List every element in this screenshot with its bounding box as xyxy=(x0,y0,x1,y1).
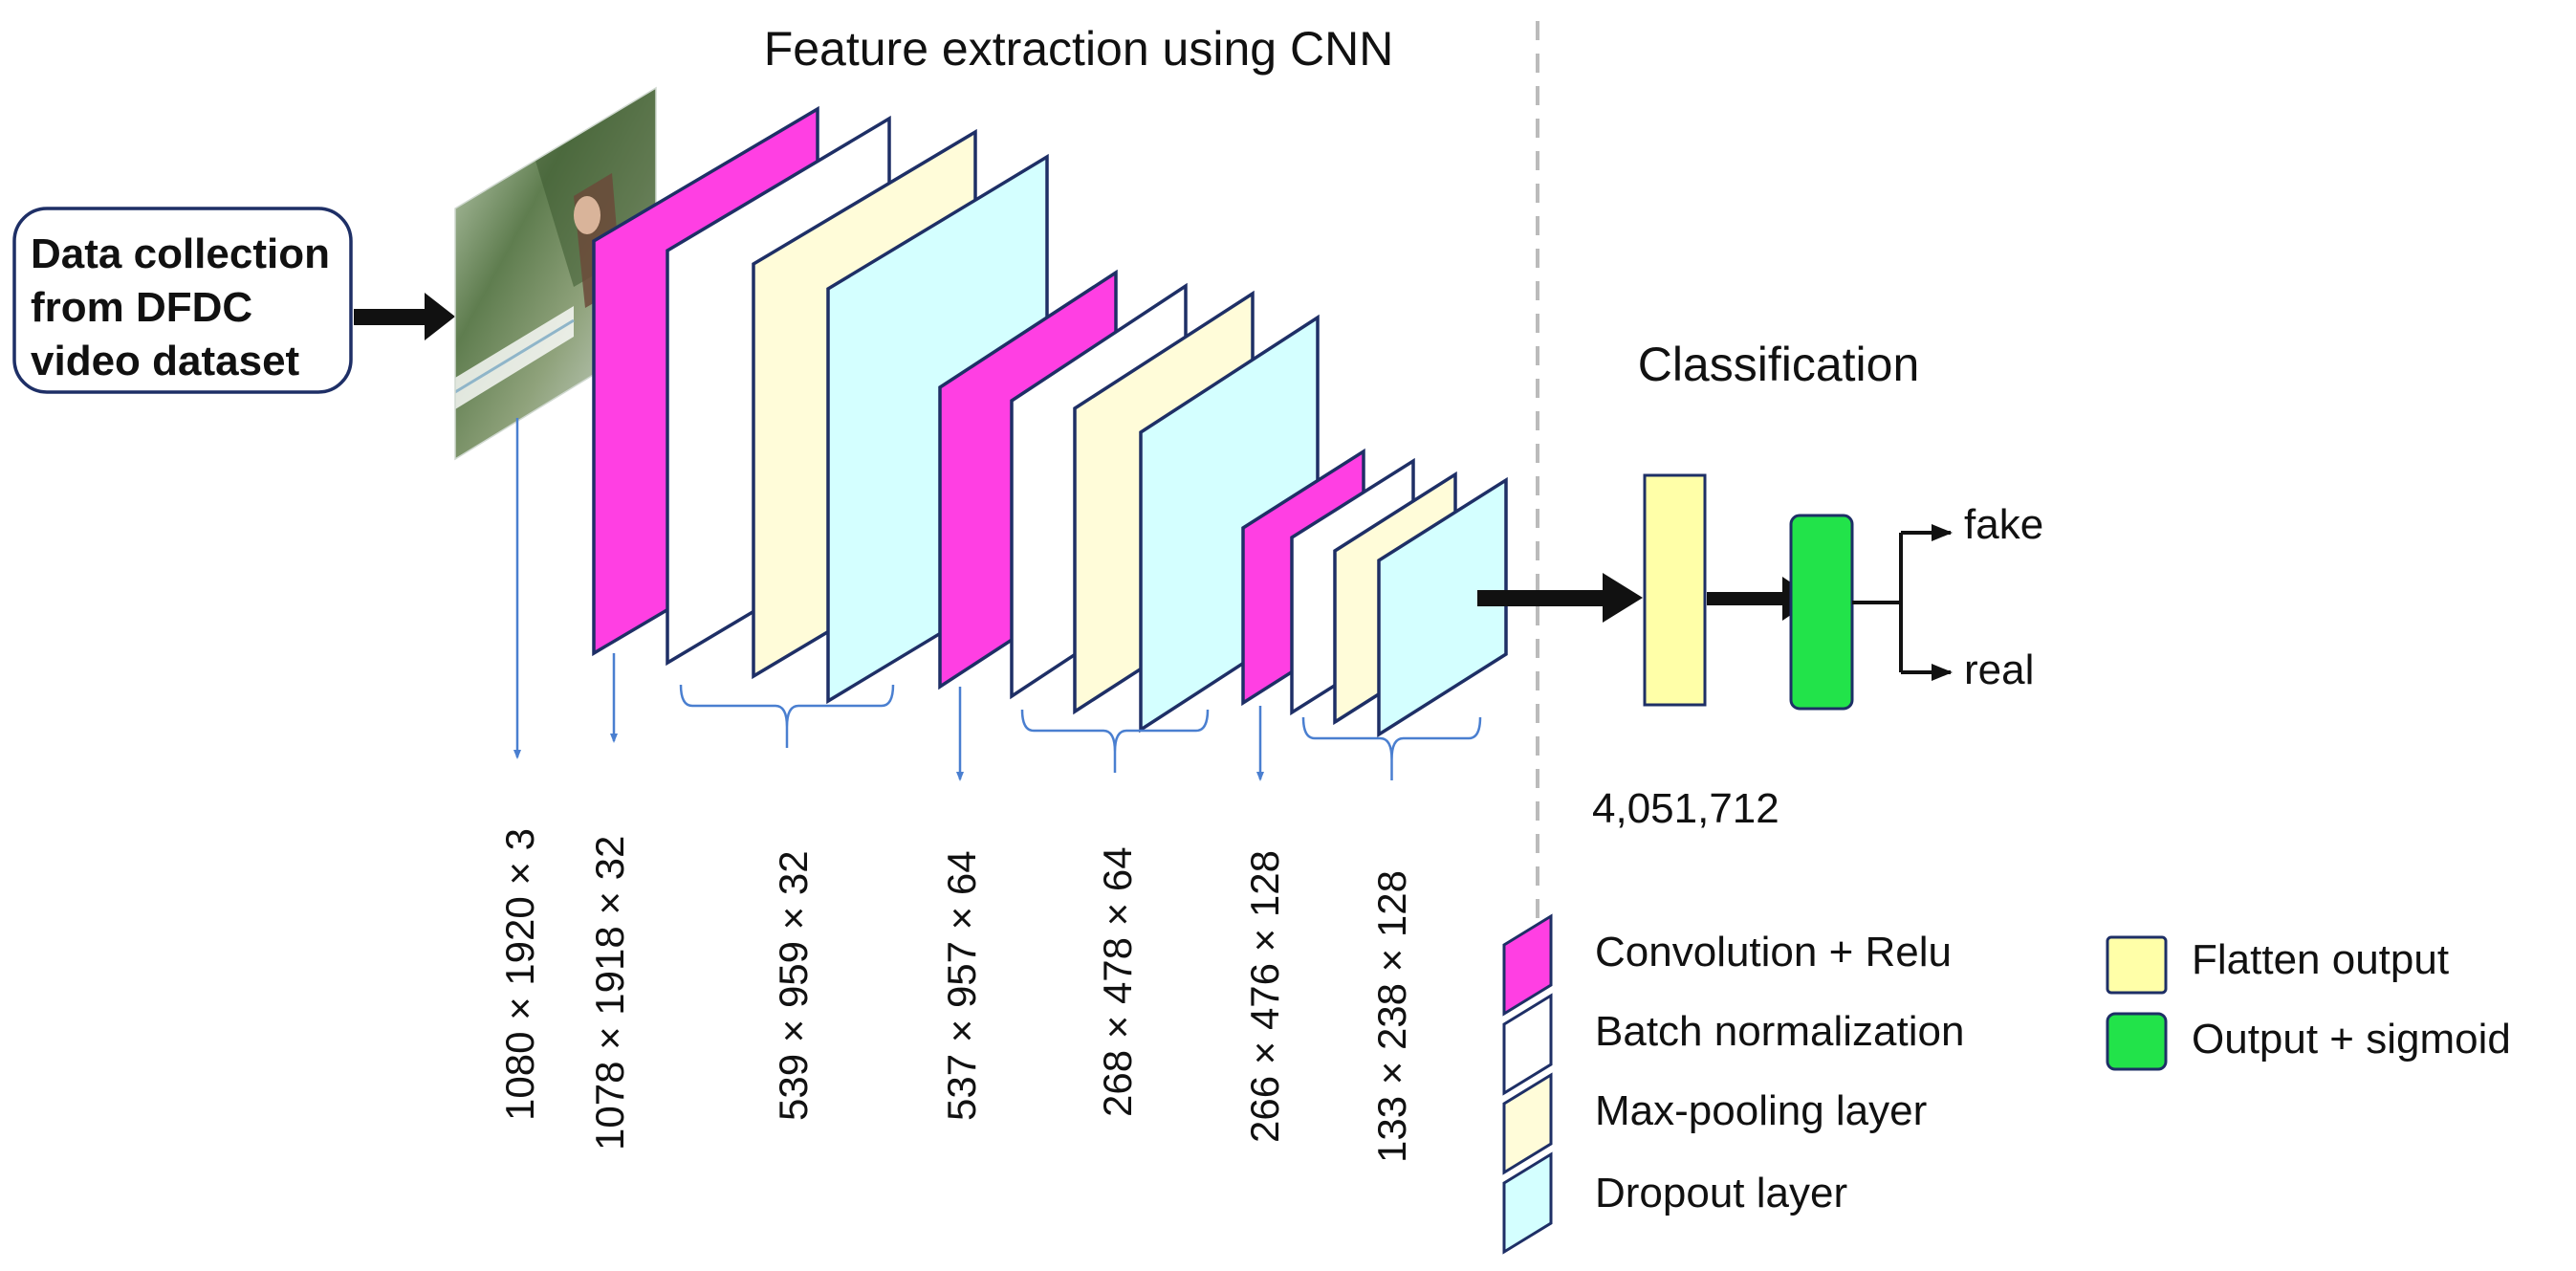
legend-item-dropout: Dropout layer xyxy=(1502,1151,1847,1255)
input-box-frame xyxy=(12,207,353,394)
dropout-layer xyxy=(1377,476,1508,738)
cnn-layer-stack xyxy=(592,105,1508,738)
legend: Convolution + Relu Batch normalization M… xyxy=(1502,913,2511,1255)
dimension-label: 268 × 478 × 64 xyxy=(1095,846,1140,1117)
output-label-real: real xyxy=(1964,646,2034,693)
legend-swatch-dropout xyxy=(1502,1151,1553,1255)
dimension-label: 539 × 959 × 32 xyxy=(771,850,816,1121)
legend-label-maxpool: Max-pooling layer xyxy=(1595,1087,1927,1134)
legend-swatch-flatten xyxy=(2106,935,2168,995)
dimension-brace xyxy=(679,684,895,728)
flatten-size-label: 4,051,712 xyxy=(1592,785,1779,832)
legend-item-maxpool: Max-pooling layer xyxy=(1502,1072,1927,1175)
dimension-label: 537 × 957 × 64 xyxy=(939,850,984,1121)
dimension-label: 266 × 476 × 128 xyxy=(1242,850,1287,1143)
input-box-line-1: Data collection xyxy=(31,230,330,277)
legend-item-output: Output + sigmoid xyxy=(2106,1012,2511,1071)
dimension-label: 133 × 238 × 128 xyxy=(1369,870,1414,1163)
input-box: Data collection from DFDC video dataset xyxy=(12,207,353,394)
legend-label-dropout: Dropout layer xyxy=(1595,1170,1847,1216)
output-label-fake: fake xyxy=(1964,501,2043,548)
feature-extraction-title: Feature extraction using CNN xyxy=(764,22,1394,76)
legend-item-batch: Batch normalization xyxy=(1502,993,1964,1096)
output-branches xyxy=(1852,524,1953,681)
dimension-label: 1080 × 1920 × 3 xyxy=(497,828,542,1121)
legend-label-conv: Convolution + Relu xyxy=(1595,929,1952,975)
legend-label-output: Output + sigmoid xyxy=(2192,1016,2511,1063)
input-arrow xyxy=(354,293,455,340)
legend-swatch-output xyxy=(2106,1012,2168,1071)
dimension-brace xyxy=(1020,709,1210,753)
classification-title: Classification xyxy=(1638,338,1920,391)
legend-swatch-maxpool xyxy=(1502,1072,1553,1175)
legend-item-conv: Convolution + Relu xyxy=(1502,913,1952,1017)
output-node xyxy=(1789,514,1854,711)
flatten-layer xyxy=(1643,473,1707,707)
input-box-line-2: from DFDC xyxy=(31,284,252,331)
legend-swatch-conv xyxy=(1502,913,1553,1017)
dimension-pointers xyxy=(513,418,1482,781)
dimension-label: 1078 × 1918 × 32 xyxy=(587,836,632,1150)
legend-item-flatten: Flatten output xyxy=(2106,935,2449,995)
input-box-line-3: video dataset xyxy=(31,338,300,384)
flatten-arrow xyxy=(1477,573,1643,623)
legend-swatch-batch xyxy=(1502,993,1553,1096)
legend-label-batch: Batch normalization xyxy=(1595,1008,1964,1055)
legend-label-flatten: Flatten output xyxy=(2192,936,2449,983)
